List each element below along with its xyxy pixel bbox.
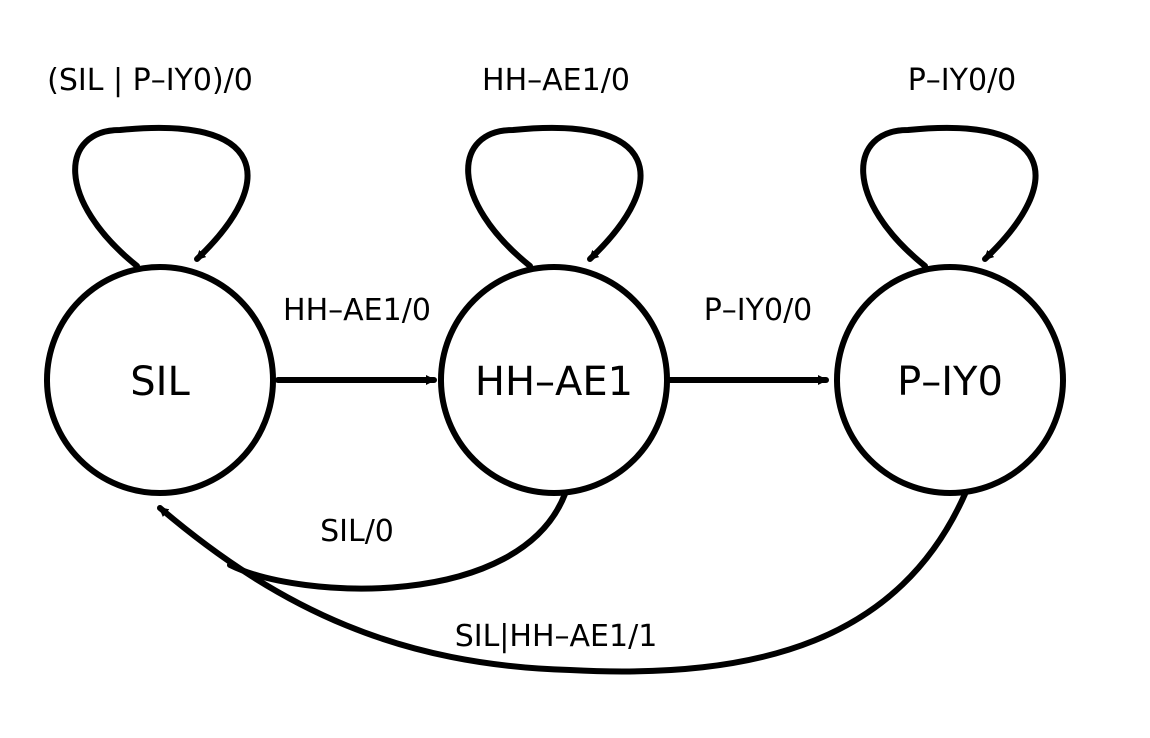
sil-self-loop [72,124,251,269]
state-p-iy0-label: P–IY0 [897,359,1003,405]
state-hh-ae1-circle [438,264,670,496]
edge-p-iy0-to-sil [157,491,968,675]
state-sil: SIL [44,264,276,496]
state-sil-circle [44,264,276,496]
state-p-iy0: P–IY0 [834,264,1066,496]
state-sil-label: SIL [130,359,190,405]
hh-ae1-self-loop [465,124,644,269]
label-p-iy0-to-sil: SIL|HH–AE1/1 [455,619,658,654]
label-hh-ae1-self: HH–AE1/0 [482,63,630,98]
state-hh-ae1-label: HH–AE1 [475,359,633,405]
label-sil-to-hh-ae1: HH–AE1/0 [283,293,431,328]
p-iy0-self-loop [860,124,1039,269]
label-hh-ae1-to-sil: SIL/0 [320,514,394,549]
state-hh-ae1: HH–AE1 [438,264,670,496]
label-p-iy0-self: P–IY0/0 [908,63,1017,98]
label-hh-ae1-to-p-iy0: P–IY0/0 [704,293,813,328]
label-sil-self: (SIL | P–IY0)/0 [47,63,253,98]
state-p-iy0-circle [834,264,1066,496]
edge-hh-ae1-to-sil [227,491,568,592]
